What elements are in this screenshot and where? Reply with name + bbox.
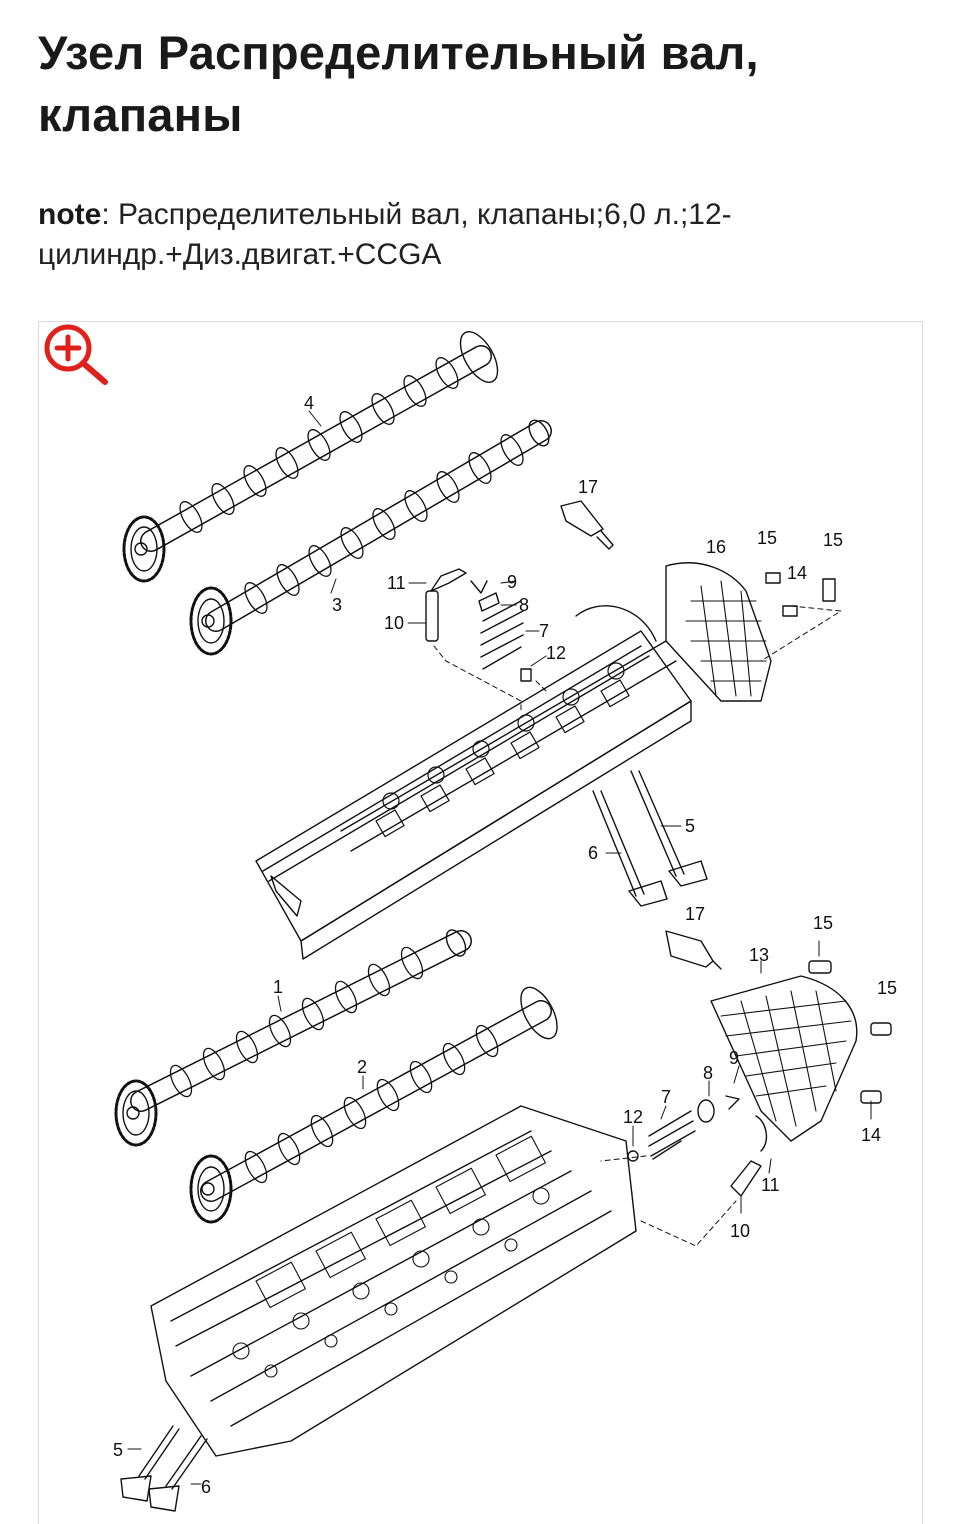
cover-16: [665, 562, 772, 702]
callout-label: 2: [357, 1057, 367, 1077]
callout-label: 5: [685, 816, 695, 836]
callout-label: 3: [332, 595, 342, 615]
cover-13: [710, 975, 858, 1142]
upper-cylinder-head: [255, 605, 692, 960]
callout-label: 10: [384, 613, 404, 633]
page-title: Узел Распределительный вал, клапаны: [38, 26, 759, 141]
valves-lower: [120, 1425, 208, 1512]
part-note: note: Распределительный вал, клапаны;6,0…: [38, 195, 918, 275]
exploded-view-drawing: 4 3 17 16 15 15 14 11 9 8 10 7 12 5 6 17…: [113, 331, 897, 1512]
callout-label: 12: [623, 1107, 643, 1127]
callout-label: 6: [201, 1477, 211, 1497]
camshaft-1: [114, 929, 472, 1147]
callout-label: 12: [546, 643, 566, 663]
valve-parts-upper: [425, 500, 836, 682]
parts-diagram[interactable]: 4 3 17 16 15 15 14 11 9 8 10 7 12 5 6 17…: [38, 321, 923, 1524]
callout-label: 8: [703, 1063, 713, 1083]
note-text: Распределительный вал, клапаны;6,0 л.;12…: [38, 198, 732, 271]
callout-label: 11: [387, 573, 406, 593]
callout-label: 8: [519, 595, 529, 615]
callout-label: 15: [757, 528, 777, 548]
camshaft-4: [122, 331, 499, 583]
callout-label: 6: [588, 843, 598, 863]
callout-label: 14: [787, 563, 807, 583]
callout-label: 17: [685, 904, 705, 924]
valve-parts-lower: [627, 930, 892, 1197]
callout-label: 15: [823, 530, 843, 550]
callout-label: 9: [507, 572, 517, 592]
zoom-in-icon[interactable]: [41, 324, 111, 386]
leader-lines: [127, 410, 872, 1485]
note-label: note: [38, 198, 102, 231]
camshaft-3: [189, 419, 552, 656]
callout-label: 7: [539, 621, 549, 641]
lower-cylinder-head: [150, 1105, 637, 1457]
callout-label: 4: [304, 393, 314, 413]
callout-label: 7: [661, 1087, 671, 1107]
callout-label: 9: [729, 1048, 739, 1068]
callout-label: 15: [877, 978, 897, 998]
callout-label: 14: [861, 1125, 881, 1145]
valves-upper: [592, 770, 708, 907]
note-separator: :: [101, 198, 118, 231]
callout-label: 10: [730, 1221, 750, 1241]
callout-label: 17: [578, 477, 598, 497]
callout-labels: 4 3 17 16 15 15 14 11 9 8 10 7 12 5 6 17…: [113, 393, 897, 1497]
callout-label: 15: [813, 913, 833, 933]
callout-label: 11: [761, 1175, 780, 1195]
camshaft-2: [189, 986, 558, 1224]
callout-label: 1: [273, 977, 283, 997]
callout-label: 16: [706, 537, 726, 557]
callout-label: 5: [113, 1440, 123, 1460]
callout-label: 13: [749, 945, 769, 965]
